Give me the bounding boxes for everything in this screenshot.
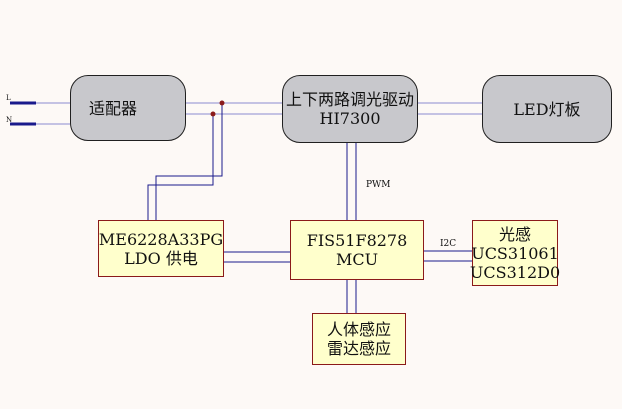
input-label-l: L [6,94,11,102]
mcu-label: FIS51F8278 MCU [306,231,408,269]
light-sensor-block: 光感 UCS31061 UCS312D0 [469,220,561,286]
human-sensor-label-line2: 雷达感应 [326,339,391,358]
input-label-n: N [6,116,13,124]
pwm-label: PWM [366,180,391,190]
input-terminals [10,101,70,126]
driver-block: 上下两路调光驱动 HI7300 [282,75,418,143]
driver-label-line1: 上下两路调光驱动 [285,90,414,109]
adapter-label: 适配器 [88,98,137,118]
junction-dot-bottom [210,111,216,117]
ldo-block: ME6228A33PG LDO 供电 [98,220,224,277]
human-sensor-block: 人体感应 雷达感应 [312,313,406,365]
human-sensor-label-line1: 人体感应 [326,320,391,339]
driver-label-line2: HI7300 [319,109,381,128]
i2c-label: I2C [440,239,457,249]
ldo-label-line2: LDO 供电 [124,248,198,268]
adapter-block: 适配器 [70,75,186,141]
light-sensor-label-line3: UCS312D0 [469,262,561,282]
ldo-label-line1: ME6228A33PG [98,229,224,249]
junction-dot-top [219,100,225,106]
led-lamp-label: LED灯板 [513,99,581,119]
ldo-supply-lines [147,103,223,220]
mcu-block: FIS51F8278 MCU [290,220,424,280]
light-sensor-label-line1: 光感 [498,224,531,244]
led-lamp-block: LED灯板 [482,75,612,143]
light-sensor-label-line2: UCS31061 [471,243,559,263]
